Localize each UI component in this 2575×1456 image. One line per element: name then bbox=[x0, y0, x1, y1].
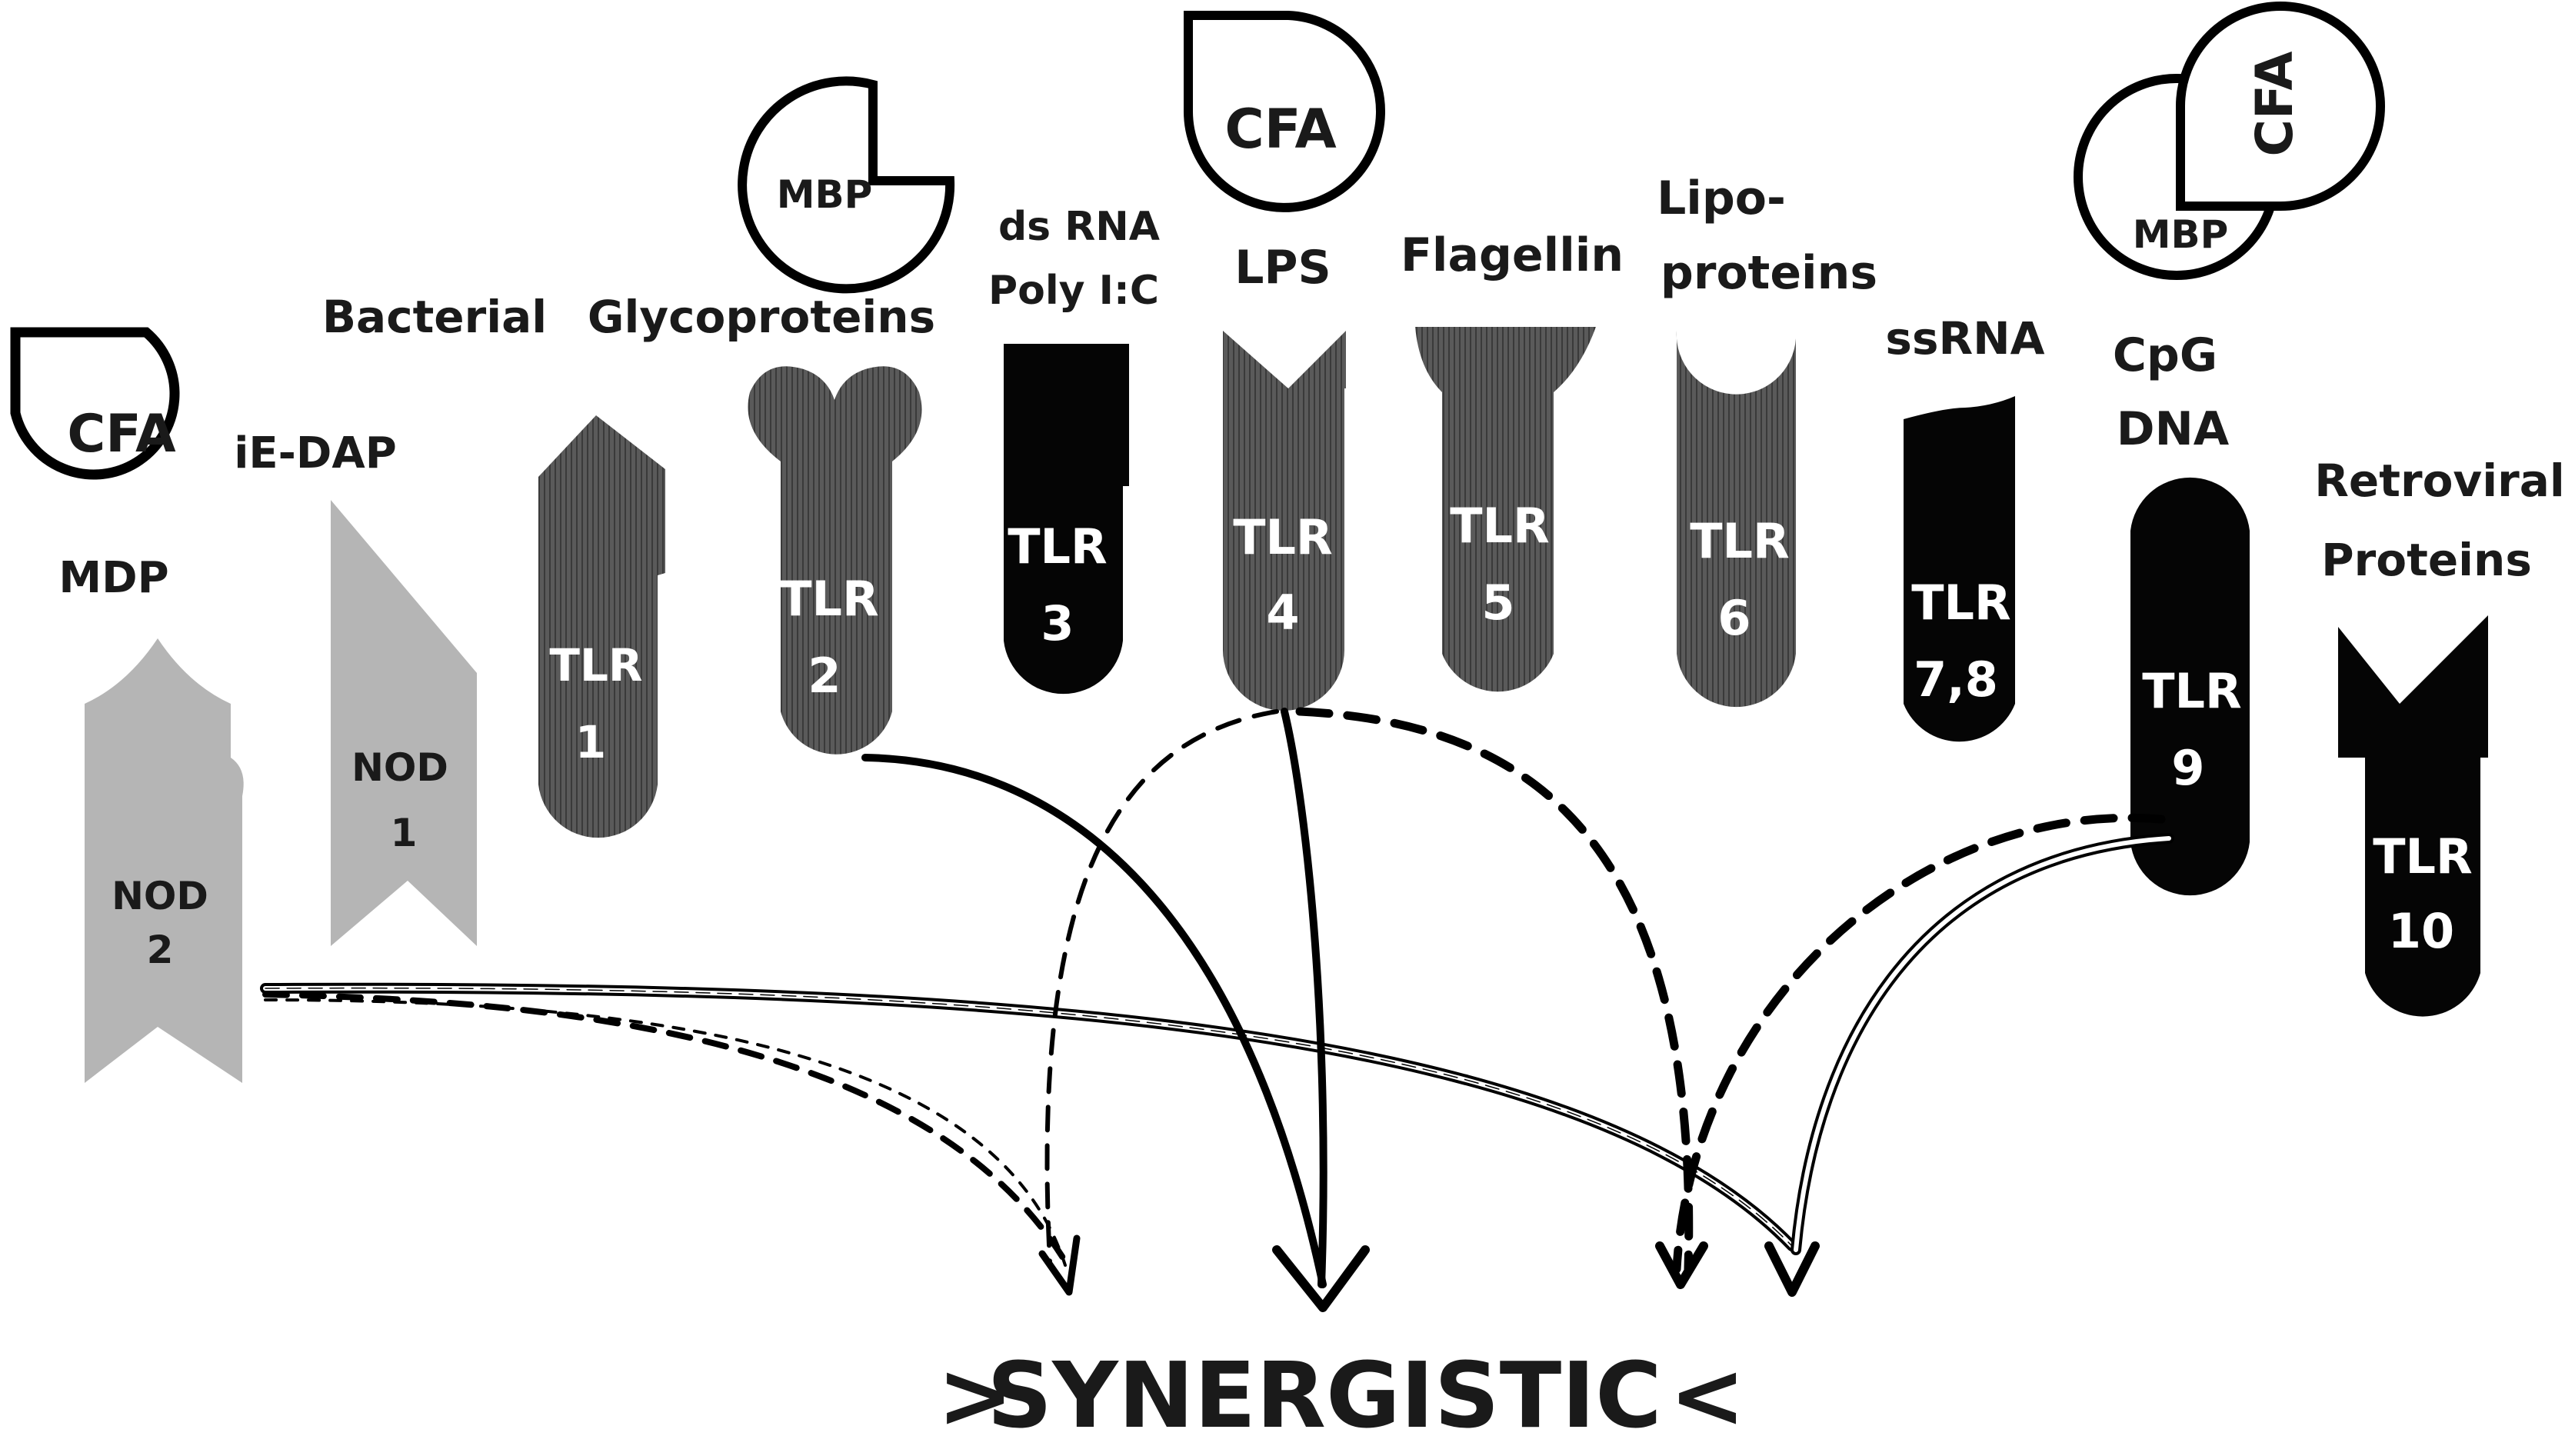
ligand-retroviral-label: Retroviral bbox=[2314, 455, 2565, 507]
ligand-lipo-label: Lipo- bbox=[1657, 172, 1786, 225]
ligand-retroviral-proteins-label: Proteins bbox=[2321, 534, 2532, 586]
arrow-tlr4-dashed-right bbox=[1295, 707, 1694, 1274]
tlr2-label-line2: 2 bbox=[808, 648, 841, 704]
outcome-label: SYNERGISTIC bbox=[987, 1342, 1661, 1448]
ligand-mdp-label: MDP bbox=[58, 553, 168, 603]
ligand-flagellin-label: Flagellin bbox=[1401, 228, 1624, 282]
tlr1-label-line2: 1 bbox=[575, 716, 606, 768]
arrow-tlr2-solid bbox=[861, 754, 1327, 1288]
tlr9-label-line2: 9 bbox=[2171, 740, 2204, 796]
tlr5-label-line1: TLR bbox=[1450, 498, 1550, 554]
ligand-dsrna-label: ds RNA bbox=[998, 204, 1160, 250]
arrow-nod2-double-inner bbox=[263, 985, 1794, 1248]
tlr78-label-line2: 7,8 bbox=[1914, 651, 1998, 708]
tlr10-receptor: TLR 10 bbox=[2338, 615, 2488, 1017]
tlr5-label-line2: 5 bbox=[1481, 575, 1514, 631]
cfa-shape-right: CFA bbox=[2176, 2, 2385, 211]
tlr78-receptor: TLR 7,8 bbox=[1904, 396, 2015, 742]
arrowhead-right-center bbox=[1655, 1241, 1708, 1289]
cfa-label: CFA bbox=[2245, 51, 2304, 156]
tlr9-receptor: TLR 9 bbox=[2130, 477, 2250, 896]
outcome-left-chevron: > bbox=[938, 1342, 1014, 1448]
tlr3-label-line2: 3 bbox=[1041, 595, 1074, 651]
tlr6-receptor: TLR 6 bbox=[1676, 331, 1796, 708]
tlr1-receptor: TLR 1 bbox=[538, 415, 665, 838]
nod2-label-line1: NOD bbox=[112, 874, 208, 918]
arrow-nod2-dashed bbox=[262, 991, 1068, 1264]
ligand-bacterial-label: Bacterial bbox=[322, 291, 547, 343]
cfa-shape-left: CFA bbox=[10, 327, 180, 480]
tlr9-label-line1: TLR bbox=[2142, 663, 2242, 719]
tlr4-receptor: TLR 4 bbox=[1223, 331, 1346, 711]
tlr6-label-line1: TLR bbox=[1690, 513, 1790, 569]
arrowhead-center bbox=[1272, 1245, 1370, 1312]
arrow-tlr9-dashed bbox=[1672, 814, 2166, 1274]
nod2-label-line2: 2 bbox=[147, 928, 174, 972]
arrowhead-left bbox=[1038, 1234, 1081, 1296]
arrow-nod2-double-outer bbox=[260, 982, 1797, 1251]
synergy-arrows bbox=[260, 707, 2174, 1312]
arrow-tlr4-solid bbox=[1281, 708, 1327, 1288]
tlr6-label-line2: 6 bbox=[1717, 590, 1751, 646]
ligand-dna-label: DNA bbox=[2117, 402, 2230, 456]
tlr10-label-line2: 10 bbox=[2388, 903, 2454, 959]
mbp-label: MBP bbox=[2133, 212, 2229, 257]
arrow-nod2-thin bbox=[264, 998, 1067, 1267]
cfa-label: CFA bbox=[67, 404, 176, 465]
arrow-tlr9-double-inner bbox=[1794, 836, 2171, 1252]
nod1-receptor: NOD 1 bbox=[331, 500, 477, 946]
ligand-ie-dap-label: iE-DAP bbox=[234, 428, 397, 478]
mbp-shape-left: MBP bbox=[738, 76, 955, 294]
tlr1-label-line1: TLR bbox=[549, 639, 642, 691]
tlr2-label-line1: TLR bbox=[779, 571, 879, 627]
arrow-nod2-double-dash bbox=[265, 987, 1793, 1247]
cfa-shape-center: CFA bbox=[1184, 11, 1385, 212]
tlr4-label-line2: 4 bbox=[1266, 585, 1299, 641]
ligand-cpg-label: CpG bbox=[2113, 328, 2217, 382]
cfa-label: CFA bbox=[1224, 98, 1336, 161]
tlr4-label-line1: TLR bbox=[1233, 509, 1333, 565]
tlr2-receptor: TLR 2 bbox=[748, 366, 922, 755]
tlr10-label-line1: TLR bbox=[2373, 828, 2473, 885]
ligand-glycoproteins-label: Glycoproteins bbox=[588, 291, 935, 343]
ligand-lipoproteins-label: proteins bbox=[1661, 246, 1877, 300]
nod1-label-line2: 1 bbox=[391, 811, 418, 855]
tlr3-label-line1: TLR bbox=[1008, 518, 1108, 575]
ligand-lps-label: LPS bbox=[1234, 241, 1331, 295]
ligand-ssrna-label: ssRNA bbox=[1885, 312, 2044, 365]
arrowhead-right bbox=[1764, 1241, 1820, 1297]
tlr3-receptor: TLR 3 bbox=[1004, 344, 1129, 695]
tlr78-label-line1: TLR bbox=[1911, 575, 2011, 631]
nod2-receptor: NOD 2 bbox=[85, 638, 244, 1083]
tlr5-receptor: TLR 5 bbox=[1415, 327, 1596, 692]
nod1-label-line1: NOD bbox=[351, 745, 448, 790]
mbp-label: MBP bbox=[777, 172, 873, 217]
arrow-tlr4-dashed-left bbox=[1044, 709, 1279, 1264]
outcome-right-chevron: < bbox=[1670, 1342, 1746, 1448]
ligand-polyic-label: Poly I:C bbox=[988, 268, 1159, 314]
